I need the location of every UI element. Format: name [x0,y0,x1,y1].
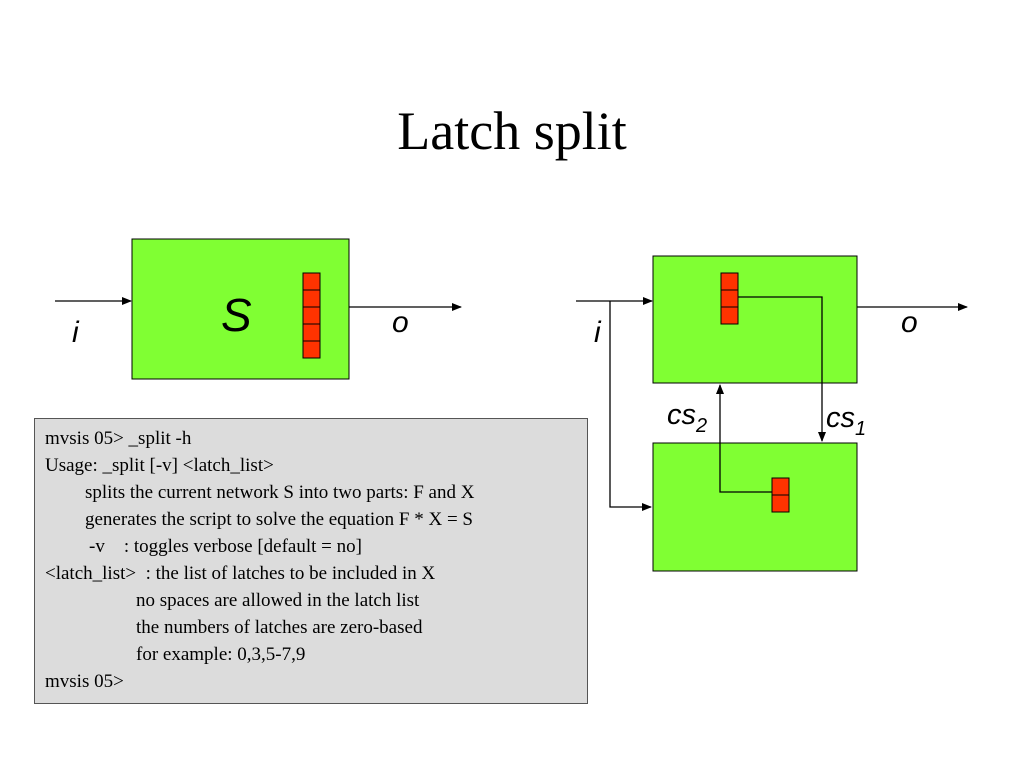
console-line: mvsis 05> _split -h [45,428,192,449]
right-output-label: o [901,306,918,339]
console-output-box: mvsis 05> _split -h Usage: _split [-v] <… [34,418,588,704]
cs2-wire [716,384,772,493]
cs1-subscript: 1 [855,418,866,440]
cs1-text: cs [826,402,855,434]
console-line: splits the current network S into two pa… [85,482,475,503]
latch-stack-s [302,272,321,359]
latch-stack-x [771,477,790,513]
block-label-s: S [221,289,252,341]
console-line: for example: 0,3,5-7,9 [136,644,306,665]
left-output-label: o [392,306,409,339]
slide-title: Latch split [397,101,627,161]
cs2-subscript: 2 [695,415,707,437]
console-line: the numbers of latches are zero-based [136,617,423,638]
cs2-label: cs2 [667,399,707,437]
block-f [652,255,858,384]
console-line: generates the script to solve the equati… [85,509,473,530]
cs1-wire [738,296,826,442]
right-input-label: i [594,316,602,349]
console-line: <latch_list> : the list of latches to be… [45,563,436,584]
left-input-label: i [72,316,80,349]
block-x [652,442,858,572]
input-branch-to-x [609,301,652,511]
console-line: -v : toggles verbose [default = no] [89,536,362,557]
latch-stack-f [720,272,739,325]
console-line: Usage: _split [-v] <latch_list> [45,455,274,476]
console-line: mvsis 05> [45,671,124,692]
console-line: no spaces are allowed in the latch list [136,590,420,611]
cs1-label: cs1 [826,402,866,440]
cs2-text: cs [667,399,696,431]
